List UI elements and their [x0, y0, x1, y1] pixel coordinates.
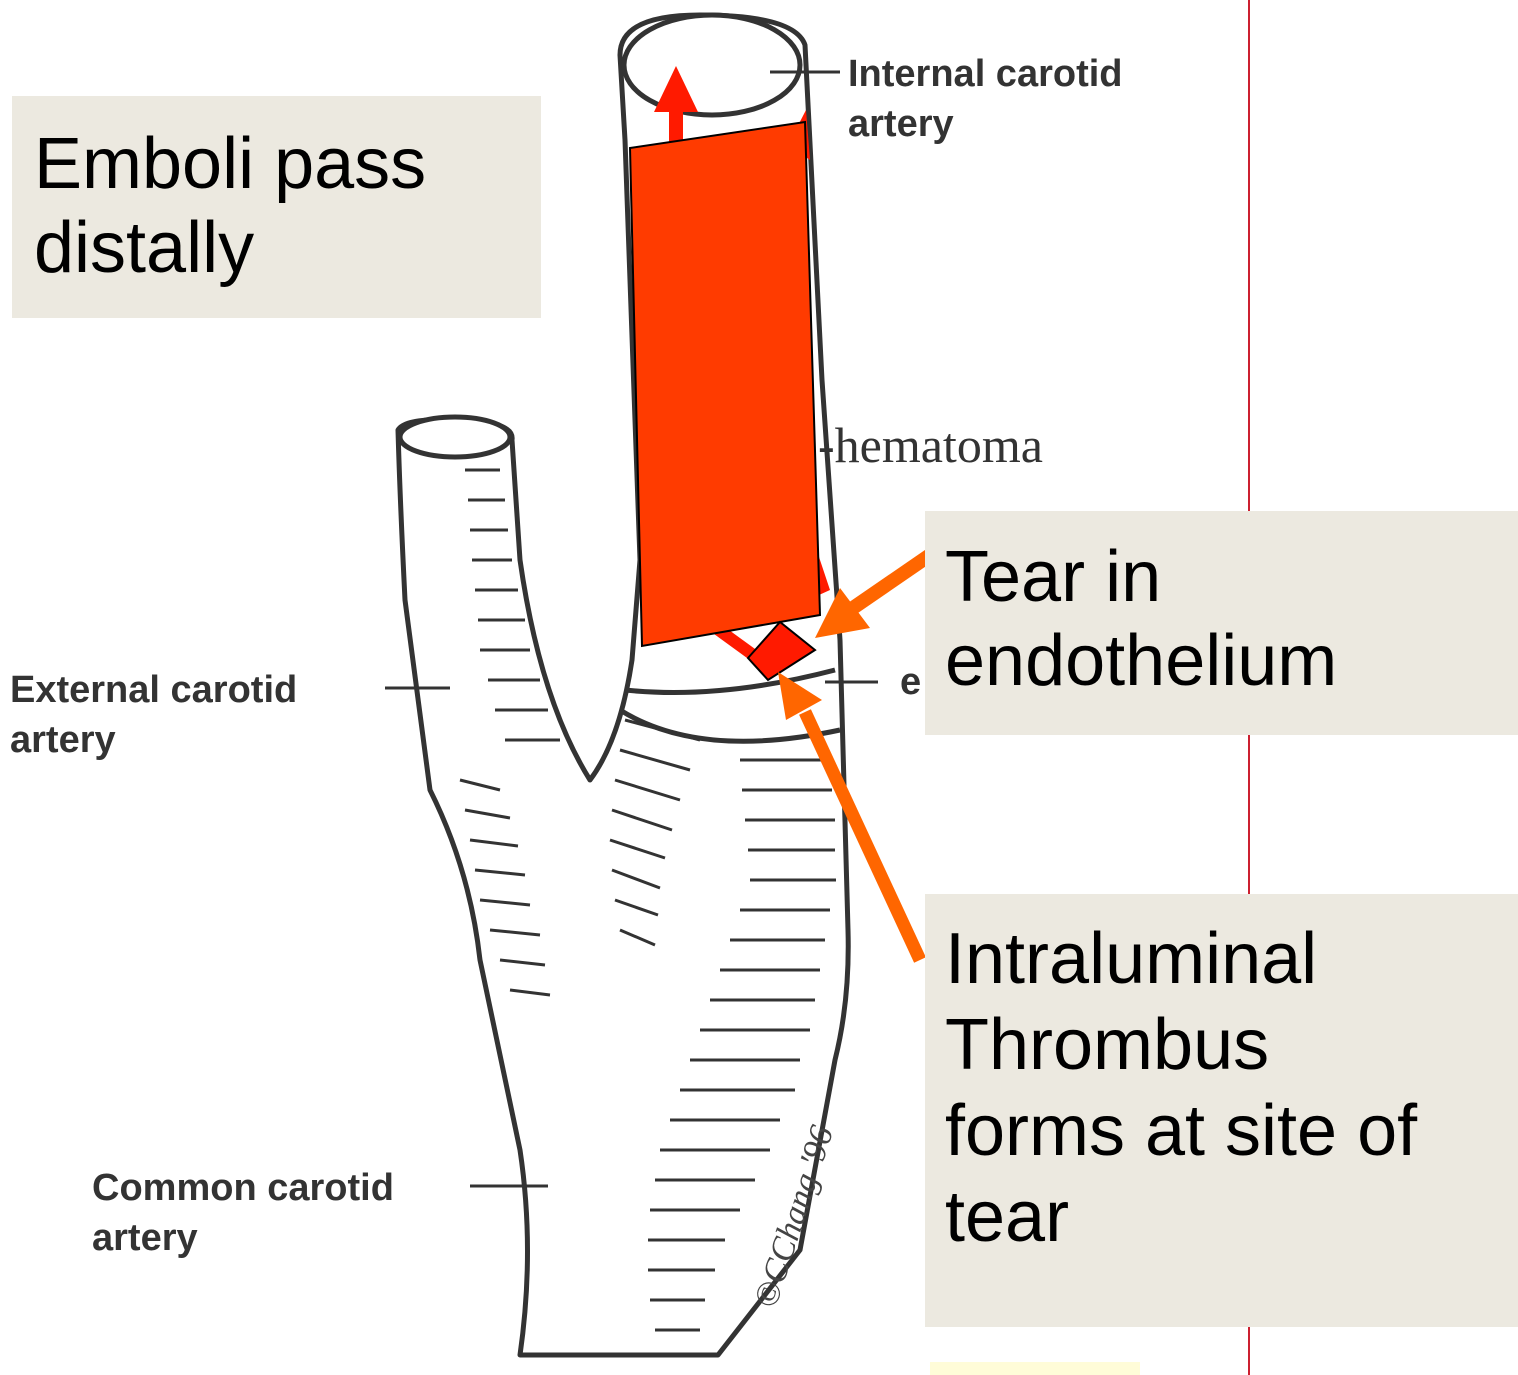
- external-carotid-label-line2: artery: [10, 719, 116, 761]
- internal-carotid-label-line2: artery: [848, 103, 954, 145]
- external-carotid-label-line1: External carotid: [10, 669, 297, 711]
- emboli-callout-line2: distally: [34, 206, 541, 290]
- thrombus-callout-line3: forms at site of: [945, 1088, 1518, 1174]
- internal-carotid-opening: [624, 15, 800, 115]
- common-carotid-label-line2: artery: [92, 1217, 198, 1259]
- common-carotid-label-line1: Common carotid: [92, 1167, 394, 1209]
- tear-arrow-shaft: [850, 555, 930, 610]
- tear-callout-line2: endothelium: [945, 619, 1518, 703]
- thrombus-callout-line1: Intraluminal: [945, 916, 1518, 1002]
- partial-label: e: [900, 661, 921, 703]
- tear-callout: Tear in endothelium: [925, 511, 1518, 735]
- thrombus-callout-line2: Thrombus: [945, 1002, 1518, 1088]
- thrombus-callout-line4: tear: [945, 1174, 1518, 1260]
- tear-callout-line1: Tear in: [945, 535, 1518, 619]
- thrombus-callout: Intraluminal Thrombus forms at site of t…: [925, 894, 1518, 1327]
- internal-carotid-label-line1: Internal carotid: [848, 53, 1123, 95]
- highlight-strip: [930, 1362, 1140, 1375]
- emboli-callout-line1: Emboli pass: [34, 122, 541, 206]
- emboli-callout: Emboli pass distally: [12, 96, 541, 318]
- hematoma-block: [630, 122, 820, 646]
- external-carotid-opening: [400, 417, 510, 457]
- hematoma-label: -hematoma: [818, 417, 1043, 473]
